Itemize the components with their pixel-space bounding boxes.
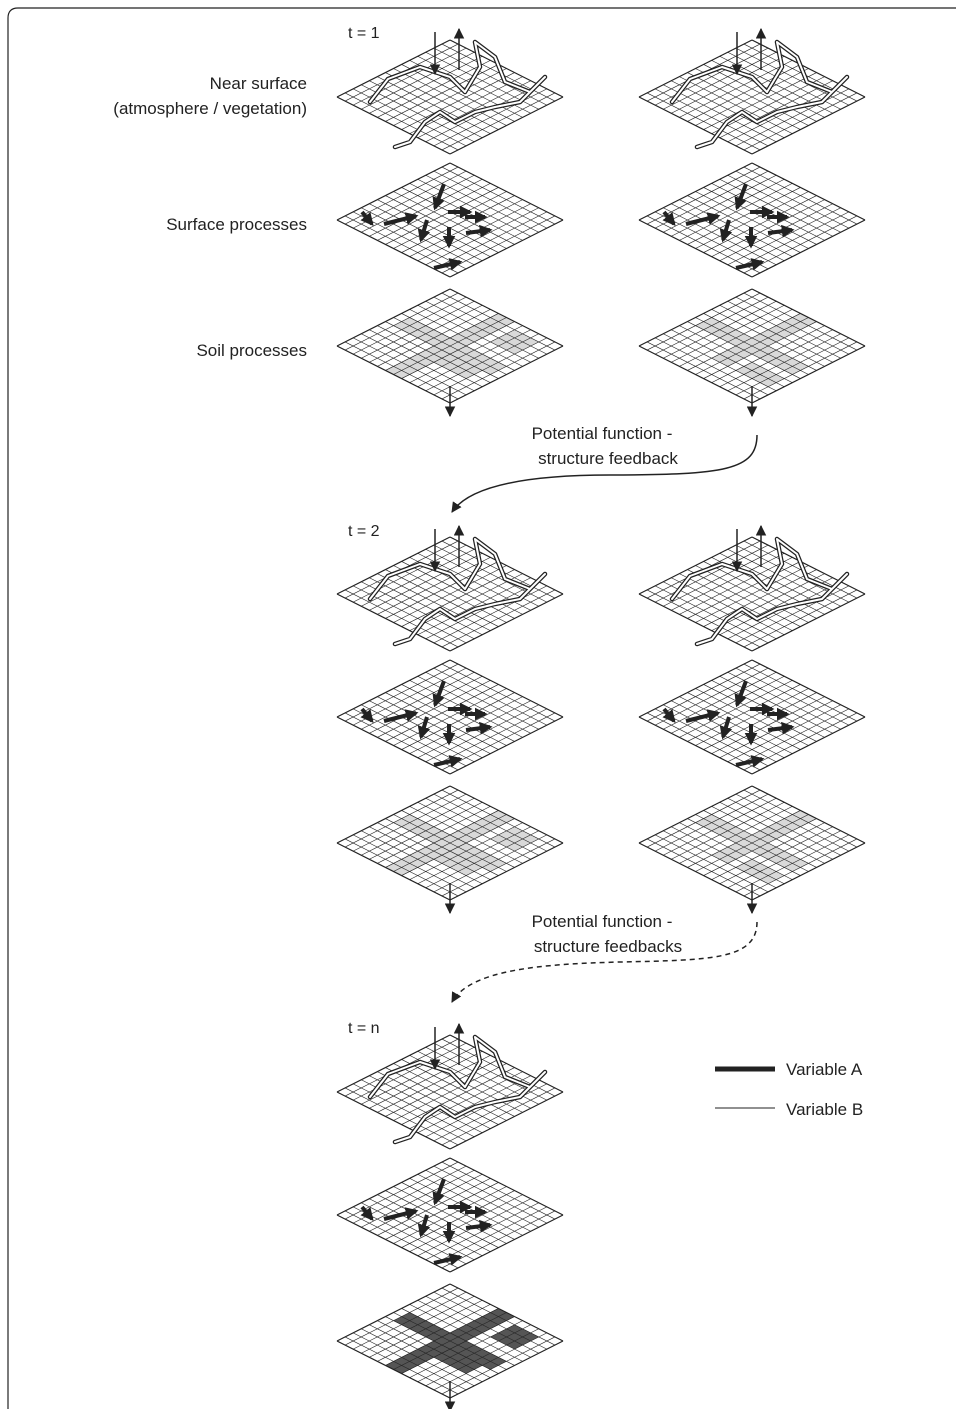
near-surface-plate-tn: [336, 1022, 564, 1150]
legend-variable-b-label: Variable B: [786, 1100, 863, 1119]
process-flow-arrow: [719, 219, 733, 243]
process-flow-arrow: [662, 210, 676, 226]
feedback-2-label-line1: Potential function -: [532, 912, 673, 931]
process-flow-arrow: [465, 721, 493, 735]
process-flow-arrow: [734, 680, 748, 708]
river-channel: [671, 538, 848, 645]
process-flow-arrow: [433, 258, 463, 271]
process-flow-arrow: [767, 721, 795, 735]
near-surface-plate-t1-left: [336, 27, 564, 155]
process-flow-arrow: [383, 709, 419, 723]
feedback-2-label-line2: structure feedbacks: [534, 937, 682, 956]
process-flow-arrow: [465, 1219, 493, 1233]
process-flow-arrow: [734, 183, 748, 211]
near-surface-plate-t2-right: [638, 524, 866, 652]
feedback-1-label-line2: structure feedback: [538, 449, 678, 468]
surface-plate-t2-left: [336, 659, 564, 775]
soil-plate-t2-right: [638, 785, 866, 915]
process-flow-arrow: [735, 258, 765, 271]
near-surface-plate-t1-right: [638, 27, 866, 155]
process-flow-arrow: [417, 219, 431, 243]
process-flow-arrow: [383, 1207, 419, 1221]
process-flow-arrow: [360, 707, 374, 723]
feedback-1-label-line1: Potential function -: [532, 424, 673, 443]
process-flow-arrow: [433, 755, 463, 768]
figure-frame: [7, 7, 956, 1409]
process-flow-arrow: [719, 716, 733, 740]
process-flow-arrow: [433, 1253, 463, 1266]
river-channel: [369, 41, 546, 148]
label-surface-processes: Surface processes: [166, 215, 307, 234]
surface-plate-tn: [336, 1157, 564, 1273]
process-flow-arrow: [432, 1178, 446, 1206]
grid-plates: [336, 27, 866, 1413]
soil-plate-tn: [336, 1283, 564, 1413]
surface-plate-t1-left: [336, 162, 564, 278]
process-flow-arrow: [685, 709, 721, 723]
process-flow-arrow: [360, 210, 374, 226]
process-flow-arrow: [360, 1205, 374, 1221]
near-surface-plate-t2-left: [336, 524, 564, 652]
feedback-arrow-dashed: [451, 921, 758, 1003]
time-label-t1: t = 1: [348, 25, 380, 42]
surface-plate-t2-right: [638, 659, 866, 775]
river-channel: [671, 41, 848, 148]
process-flow-arrow: [465, 224, 493, 238]
legend-variable-a-label: Variable A: [786, 1060, 863, 1079]
feedback-arrow-solid: [451, 434, 758, 513]
time-label-t2: t = 2: [348, 523, 380, 540]
label-soil-processes: Soil processes: [196, 341, 307, 360]
river-channel: [369, 1036, 546, 1143]
soil-plate-t1-right: [638, 288, 866, 418]
process-flow-arrow: [685, 212, 721, 226]
soil-plate-t2-left: [336, 785, 564, 915]
process-flow-arrow: [432, 183, 446, 211]
process-flow-arrow: [417, 1214, 431, 1238]
time-label-tn: t = n: [348, 1020, 380, 1037]
process-flow-arrow: [662, 707, 676, 723]
label-near-surface: Near surface: [210, 74, 307, 93]
surface-plate-t1-right: [638, 162, 866, 278]
label-near-surface-detail: (atmosphere / vegetation): [113, 99, 307, 118]
process-flow-arrow: [432, 680, 446, 708]
soil-plate-t1-left: [336, 288, 564, 418]
process-flow-arrow: [417, 716, 431, 740]
process-flow-arrow: [735, 755, 765, 768]
process-flow-arrow: [383, 212, 419, 226]
river-channel: [369, 538, 546, 645]
process-flow-arrow: [767, 224, 795, 238]
